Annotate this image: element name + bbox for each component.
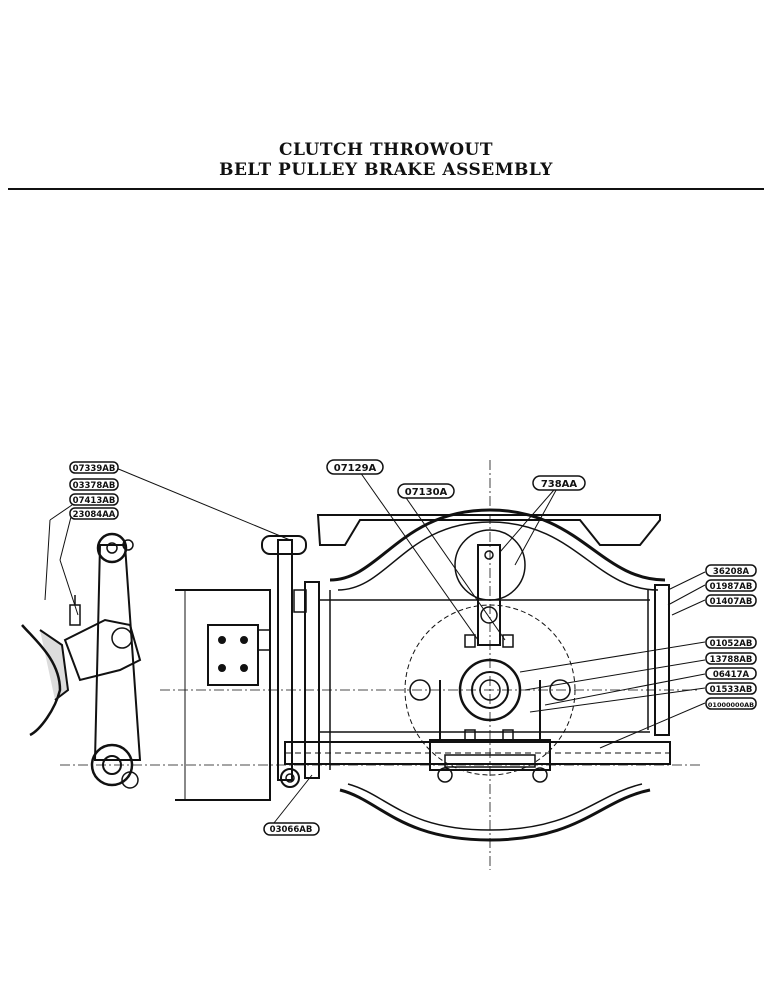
- label-13788ab: 13788AB: [710, 655, 753, 665]
- label-23084aa: 23084AA: [73, 510, 116, 520]
- diagram-title-line1: CLUTCH THROWOUT: [278, 140, 494, 160]
- label-01407ab: 01407AB: [710, 597, 753, 607]
- label-extra: 01000000AB: [708, 701, 754, 709]
- label-06417a: 06417A: [713, 670, 750, 680]
- title-rule: [8, 188, 764, 190]
- label-01052ab: 01052AB: [710, 639, 753, 649]
- label-07130a: 07130A: [405, 487, 448, 498]
- callouts: [69, 459, 757, 836]
- label-07339ab: 07339AB: [73, 464, 116, 474]
- label-07413ab: 07413AB: [73, 496, 116, 506]
- callout-labels: 07129A 07130A 738AA 07339AB 03378AB 0741…: [73, 463, 754, 835]
- label-07129a: 07129A: [334, 463, 377, 474]
- brake-drum: [175, 589, 271, 801]
- brake-arm: [477, 544, 501, 646]
- label-03066ab: 03066AB: [270, 825, 313, 835]
- clutch-lever: [21, 532, 142, 789]
- throwout-rod: [261, 535, 307, 788]
- label-01987ab: 01987AB: [710, 582, 753, 592]
- label-738aa: 738AA: [541, 479, 578, 490]
- label-01533ab: 01533AB: [710, 685, 753, 695]
- diagram-title-line2: BELT PULLEY BRAKE ASSEMBLY: [219, 160, 553, 180]
- label-36208a: 36208A: [713, 567, 750, 577]
- leader-lines: [44, 467, 706, 829]
- label-03378ab: 03378AB: [73, 481, 116, 491]
